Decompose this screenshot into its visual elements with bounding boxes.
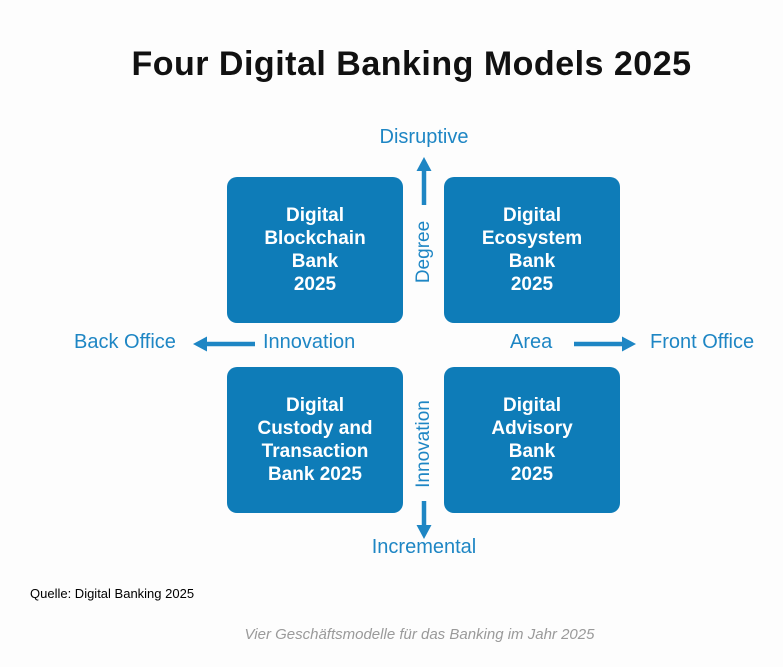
vertical-axis-top-label: Disruptive: [379, 126, 469, 148]
horizontal-axis-left-segment-label: Innovation: [263, 331, 356, 353]
quadrant-top-right: Digital Ecosystem Bank 2025: [444, 177, 620, 323]
quadrant-bottom-left: Digital Custody and Transaction Bank 202…: [227, 367, 403, 513]
vertical-axis-bottom-label: Incremental: [371, 536, 477, 558]
quadrant-bottom-right: Digital Advisory Bank 2025: [444, 367, 620, 513]
figure-caption: Vier Geschäftsmodelle für das Banking im…: [244, 626, 595, 643]
figure-title: Four Digital Banking Models 2025: [131, 44, 692, 83]
horizontal-axis-right-label: Front Office: [650, 331, 755, 353]
right-arrow-icon: [574, 336, 636, 352]
source-note: Quelle: Digital Banking 2025: [30, 586, 195, 601]
vertical-axis-lower-label: Innovation: [413, 400, 434, 488]
vertical-axis-upper-label: Degree: [413, 220, 434, 284]
horizontal-axis-left-label: Back Office: [74, 331, 176, 353]
horizontal-axis-right-segment-label: Area: [510, 331, 553, 353]
left-arrow-icon: [193, 336, 255, 352]
down-arrow-icon: [416, 501, 432, 539]
quadrant-top-left: Digital Blockchain Bank 2025: [227, 177, 403, 323]
up-arrow-icon: [416, 157, 432, 205]
